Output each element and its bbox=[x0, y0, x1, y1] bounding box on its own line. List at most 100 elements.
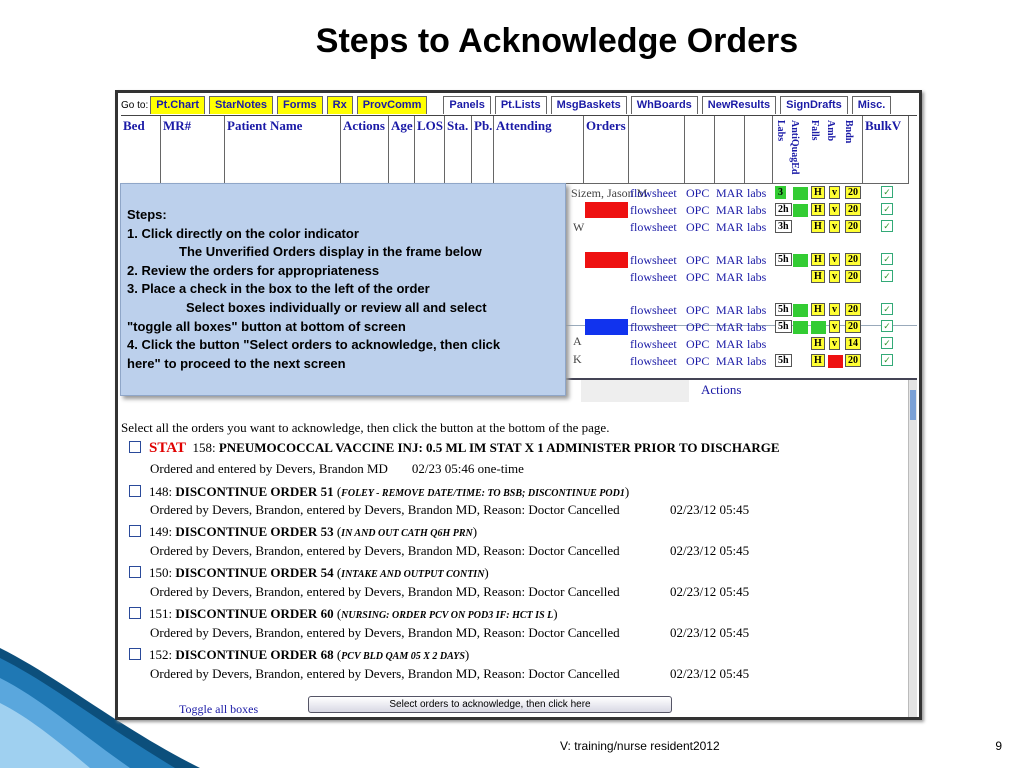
labs-link[interactable]: labs bbox=[747, 270, 767, 284]
labs-link[interactable]: labs bbox=[747, 354, 767, 368]
amb-badge: v bbox=[829, 303, 840, 316]
labs-badge[interactable]: 5h bbox=[775, 354, 792, 367]
tab-pt-chart[interactable]: Pt.Chart bbox=[150, 96, 206, 114]
flowsheet-link[interactable]: flowsheet bbox=[630, 320, 677, 334]
opc-link[interactable]: OPC bbox=[686, 354, 710, 368]
bulk-verify-checkbox[interactable]: ✓ bbox=[881, 186, 893, 198]
labs-badge[interactable]: 5h bbox=[775, 320, 792, 333]
mar-link[interactable]: MAR bbox=[716, 337, 744, 351]
tab-whboards[interactable]: WhBoards bbox=[630, 96, 698, 114]
pane-scrollbar[interactable] bbox=[908, 380, 917, 717]
order-color-indicator[interactable] bbox=[585, 319, 628, 335]
col-header-orders[interactable]: Orders bbox=[584, 116, 629, 184]
labs-link[interactable]: labs bbox=[747, 203, 767, 217]
labs-badge[interactable]: 5h bbox=[775, 253, 792, 266]
flowsheet-link[interactable]: flowsheet bbox=[630, 186, 677, 200]
col-header-bed[interactable]: Bed bbox=[121, 116, 161, 184]
select-orders-button[interactable]: Select orders to acknowledge, then click… bbox=[308, 696, 672, 713]
col-header-attending[interactable]: Attending bbox=[494, 116, 584, 184]
labs-link[interactable]: labs bbox=[747, 337, 767, 351]
col-header-age[interactable]: Age bbox=[389, 116, 415, 184]
col-header-mr[interactable]: MR# bbox=[161, 116, 225, 184]
order-color-indicator[interactable] bbox=[585, 202, 628, 218]
mar-link[interactable]: MAR bbox=[716, 253, 744, 267]
tab-misc[interactable]: Misc. bbox=[851, 96, 892, 114]
steps-callout: Steps: 1. Click directly on the color in… bbox=[120, 183, 566, 396]
col-header-los[interactable]: LOS bbox=[415, 116, 445, 184]
mar-link[interactable]: MAR bbox=[716, 270, 744, 284]
amb-badge: v bbox=[829, 186, 840, 199]
labs-link[interactable]: labs bbox=[747, 220, 767, 234]
bulk-verify-checkbox[interactable]: ✓ bbox=[881, 303, 893, 315]
flowsheet-link[interactable]: flowsheet bbox=[630, 253, 677, 267]
tab-signdrafts[interactable]: SignDrafts bbox=[780, 96, 848, 114]
opc-link[interactable]: OPC bbox=[686, 220, 710, 234]
opc-link[interactable]: OPC bbox=[686, 320, 710, 334]
order-checkbox[interactable] bbox=[129, 607, 141, 619]
mar-link[interactable]: MAR bbox=[716, 303, 744, 317]
opc-link[interactable]: OPC bbox=[686, 303, 710, 317]
bulk-verify-checkbox[interactable]: ✓ bbox=[881, 337, 893, 349]
actions-link[interactable]: Actions bbox=[701, 382, 742, 397]
tab-provcomm[interactable]: ProvComm bbox=[356, 96, 428, 114]
order-checkbox[interactable] bbox=[129, 525, 141, 537]
mar-link[interactable]: MAR bbox=[716, 203, 744, 217]
tab-forms[interactable]: Forms bbox=[277, 96, 323, 114]
labs-link[interactable]: labs bbox=[747, 303, 767, 317]
falls-badge: H bbox=[811, 186, 825, 199]
bndn-badge: 20 bbox=[845, 203, 861, 216]
mar-link[interactable]: MAR bbox=[716, 186, 744, 200]
col-header-patient-name[interactable]: Patient Name bbox=[225, 116, 341, 184]
order-checkbox[interactable] bbox=[129, 648, 141, 660]
bndn-badge: 20 bbox=[845, 220, 861, 233]
order-checkbox[interactable] bbox=[129, 566, 141, 578]
order-checkbox[interactable] bbox=[129, 485, 141, 497]
mar-link[interactable]: MAR bbox=[716, 320, 744, 334]
tab-pt-lists[interactable]: Pt.Lists bbox=[494, 96, 547, 114]
tab-newresults[interactable]: NewResults bbox=[701, 96, 777, 114]
status-square bbox=[793, 321, 808, 334]
labs-link[interactable]: labs bbox=[747, 186, 767, 200]
opc-link[interactable]: OPC bbox=[686, 337, 710, 351]
bulk-verify-checkbox[interactable]: ✓ bbox=[881, 354, 893, 366]
opc-link[interactable]: OPC bbox=[686, 253, 710, 267]
order-color-indicator[interactable] bbox=[585, 252, 628, 268]
bndn-badge: 20 bbox=[845, 303, 861, 316]
col-header-actions[interactable]: Actions bbox=[341, 116, 389, 184]
labs-link[interactable]: labs bbox=[747, 253, 767, 267]
tab-panels[interactable]: Panels bbox=[443, 96, 491, 114]
col-header-sta[interactable]: Sta. bbox=[445, 116, 472, 184]
tab-starnotes[interactable]: StarNotes bbox=[209, 96, 273, 114]
toggle-all-boxes-link[interactable]: Toggle all boxes bbox=[179, 702, 259, 716]
amb-badge: v bbox=[829, 203, 840, 216]
bulk-verify-checkbox[interactable]: ✓ bbox=[881, 270, 893, 282]
opc-link[interactable]: OPC bbox=[686, 270, 710, 284]
flowsheet-link[interactable]: flowsheet bbox=[630, 337, 677, 351]
order-checkbox[interactable] bbox=[129, 441, 141, 453]
tab-rx[interactable]: Rx bbox=[326, 96, 353, 114]
tab-msgbaskets[interactable]: MsgBaskets bbox=[550, 96, 627, 114]
flowsheet-link[interactable]: flowsheet bbox=[630, 354, 677, 368]
col-header-falls: Falls bbox=[809, 120, 820, 141]
bulk-verify-checkbox[interactable]: ✓ bbox=[881, 320, 893, 332]
col-header-amb: Amb bbox=[825, 120, 836, 142]
labs-badge[interactable]: 2h bbox=[775, 203, 792, 216]
mar-link[interactable]: MAR bbox=[716, 220, 744, 234]
labs-badge[interactable]: 3h bbox=[775, 220, 792, 233]
flowsheet-link[interactable]: flowsheet bbox=[630, 203, 677, 217]
opc-link[interactable]: OPC bbox=[686, 203, 710, 217]
bulk-verify-checkbox[interactable]: ✓ bbox=[881, 220, 893, 232]
flowsheet-link[interactable]: flowsheet bbox=[630, 270, 677, 284]
mar-link[interactable]: MAR bbox=[716, 354, 744, 368]
bulk-verify-checkbox[interactable]: ✓ bbox=[881, 253, 893, 265]
flowsheet-link[interactable]: flowsheet bbox=[630, 303, 677, 317]
flowsheet-link[interactable]: flowsheet bbox=[630, 220, 677, 234]
labs-link[interactable]: labs bbox=[747, 320, 767, 334]
bulk-verify-checkbox[interactable]: ✓ bbox=[881, 203, 893, 215]
labs-badge[interactable]: 5h bbox=[775, 303, 792, 316]
col-header-bulkv[interactable]: BulkV bbox=[863, 116, 909, 184]
opc-link[interactable]: OPC bbox=[686, 186, 710, 200]
labs-badge[interactable]: 3 bbox=[775, 186, 786, 199]
col-header-pb[interactable]: Pb. bbox=[472, 116, 494, 184]
falls-badge: H bbox=[811, 253, 825, 266]
